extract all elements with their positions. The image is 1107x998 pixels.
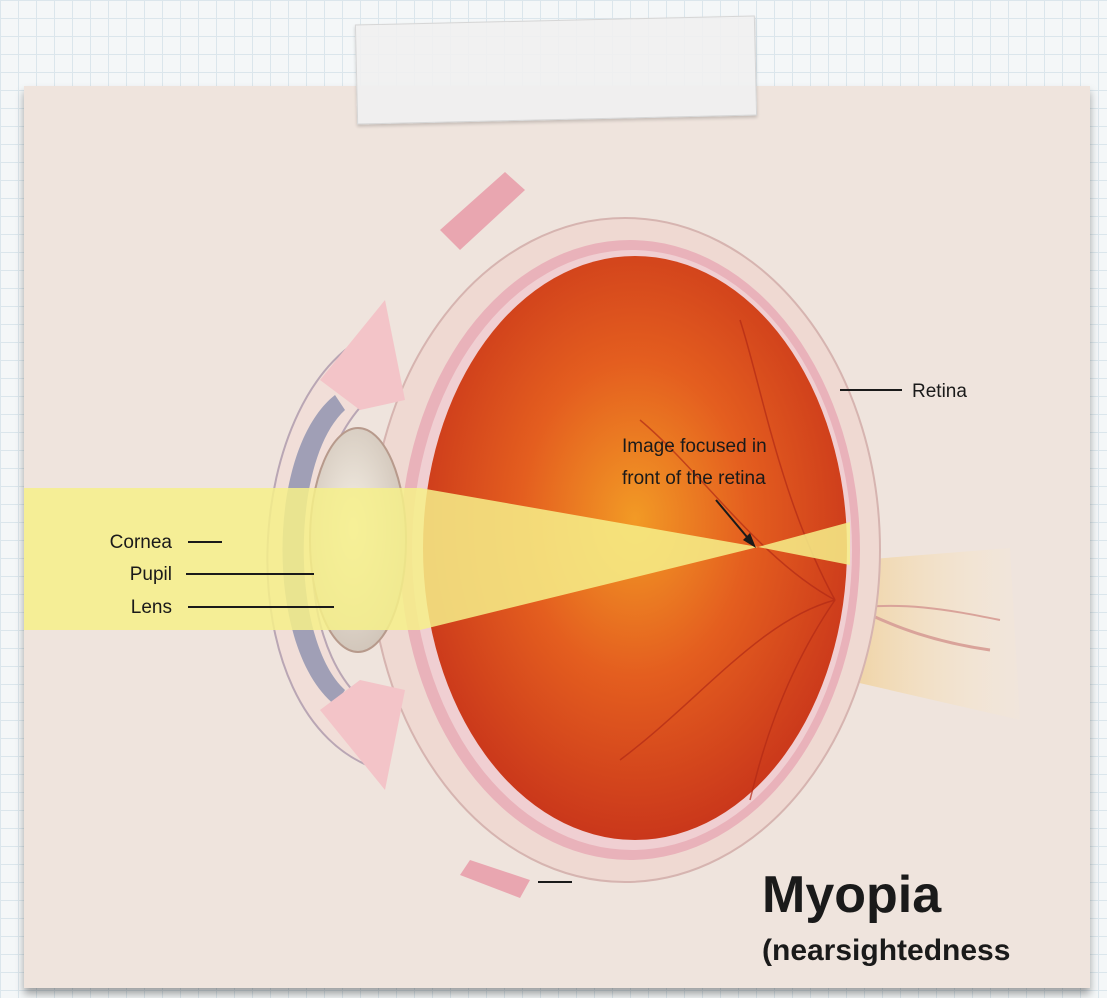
diagram-title: Myopia	[762, 866, 942, 924]
label-retina: Retina	[912, 381, 967, 402]
label-focus-line2: front of the retina	[622, 468, 766, 489]
muscle-bottom	[460, 860, 530, 898]
muscle-top	[440, 172, 525, 250]
label-cornea: Cornea	[110, 532, 173, 553]
diagram-subtitle: (nearsightedness	[762, 934, 1010, 967]
label-focus-line1: Image focused in	[622, 436, 767, 457]
label-lens: Lens	[131, 597, 172, 618]
label-pupil: Pupil	[130, 564, 172, 585]
